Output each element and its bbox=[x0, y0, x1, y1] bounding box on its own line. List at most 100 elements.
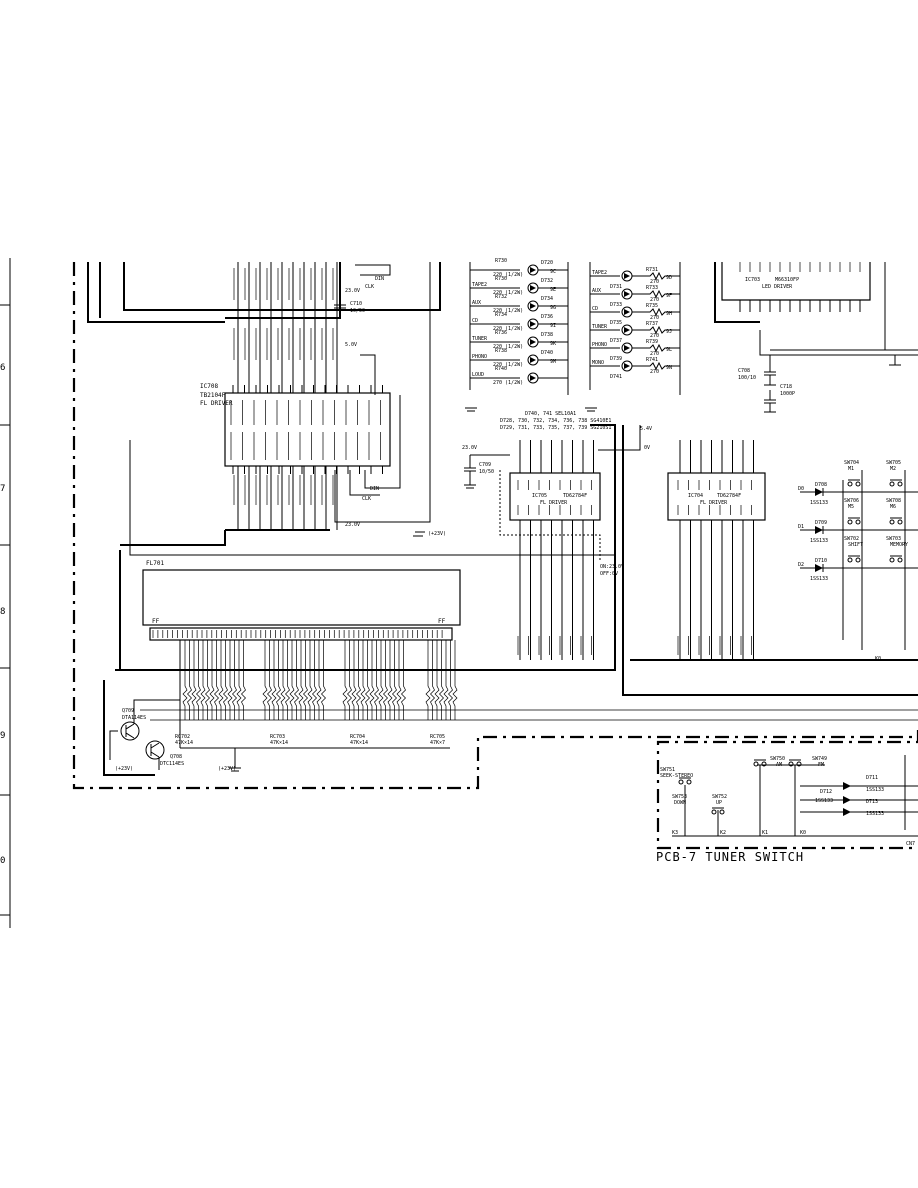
switch-diode bbox=[815, 488, 823, 496]
resistor-array-element bbox=[289, 640, 295, 720]
ic703-led-driver: IC703 M66310FP LED DRIVER C708 100/10 C7… bbox=[721, 262, 901, 413]
switch-line-label: D0 bbox=[798, 486, 804, 492]
led-notes: D740, 741 SEL10A1 D728, 730, 732, 734, 7… bbox=[500, 411, 611, 431]
tuner-sw749-ref: SW749 bbox=[812, 756, 827, 762]
c708-ref: C708 bbox=[738, 368, 750, 374]
grid-label-0: 0 bbox=[0, 856, 5, 866]
switch-contact bbox=[897, 481, 903, 487]
resistor-array-element bbox=[321, 640, 326, 720]
resistor-array-element bbox=[191, 640, 197, 720]
resistor-array-element bbox=[276, 640, 281, 720]
k0-label: K0 bbox=[875, 656, 881, 662]
c710-value: 10/50 bbox=[350, 308, 365, 314]
rc702-value: 47K×14 bbox=[175, 740, 193, 746]
ic705-fl-driver: IC705 TD62784F FL DRIVER 5.4V 0V ON:23.0… bbox=[499, 425, 652, 660]
switch-ref: SW706 bbox=[844, 498, 859, 504]
tuner-switch-contact bbox=[788, 761, 794, 767]
ic708-top-rail bbox=[225, 262, 341, 319]
ic708-top-bus bbox=[225, 262, 341, 393]
resistor-array-element bbox=[218, 640, 224, 720]
tuner-d712-part: 1SS133 bbox=[815, 798, 833, 804]
led-note-3: D729, 731, 733, 735, 737, 739 SG210S1 bbox=[500, 425, 611, 431]
switch-name: M2 bbox=[890, 466, 896, 472]
led-right-resistor-value: 270 bbox=[650, 315, 659, 321]
switch-name: M1 bbox=[848, 466, 854, 472]
switch-contact bbox=[847, 519, 853, 525]
switch-line-label: D2 bbox=[798, 562, 804, 568]
resistor-array-element bbox=[434, 640, 440, 720]
switch-diode-ref: D710 bbox=[815, 558, 827, 564]
tuner-d711-ref: D711 bbox=[866, 775, 878, 781]
led-note-1: D740, 741 SEL10A1 bbox=[525, 411, 576, 417]
resistor-array-element bbox=[360, 640, 366, 720]
resistor-array-element bbox=[303, 640, 308, 720]
rc705-value: 47K×7 bbox=[430, 740, 445, 746]
led-left-label: CD bbox=[472, 318, 478, 324]
led-right-resistor: R733 bbox=[646, 285, 658, 291]
ic703-part: M66310FP bbox=[775, 277, 799, 283]
resistor-array-element bbox=[356, 640, 361, 720]
grid-label-9: 9 bbox=[0, 731, 5, 741]
switch-contact bbox=[889, 557, 895, 563]
led-right-diode-ref: D741 bbox=[610, 374, 622, 380]
ic708-part: TB2104F bbox=[200, 392, 226, 399]
clk-label-top: CLK bbox=[365, 284, 374, 290]
ic708-desc: FL DRIVER bbox=[200, 400, 233, 407]
tuner-d711-part: 1SS133 bbox=[866, 787, 884, 793]
resistor-array-element bbox=[205, 640, 210, 720]
resistor-array-element bbox=[232, 640, 237, 720]
q709-ref: Q709 bbox=[122, 708, 134, 714]
resistor-array-element bbox=[187, 640, 192, 720]
resistor-array-element bbox=[351, 640, 357, 720]
q708-ref: Q708 bbox=[170, 754, 182, 760]
led-left-port: 9C bbox=[550, 269, 556, 275]
resistor-array-element bbox=[425, 640, 431, 720]
led-left-label: AUX bbox=[472, 300, 481, 306]
led-right-arrow bbox=[624, 345, 630, 351]
led-right-label: CD bbox=[592, 306, 598, 312]
capacitor-c709: 23.0V C709 10/50 bbox=[462, 445, 510, 489]
resistor-array-element bbox=[294, 640, 299, 720]
switch-diode-part: 1SS133 bbox=[810, 500, 828, 506]
tuner-sw753-name: DOWN bbox=[674, 800, 686, 806]
led-right-resistor bbox=[632, 307, 680, 317]
tuner-switch-contact bbox=[686, 779, 692, 785]
switch-name: M5 bbox=[848, 504, 854, 510]
led-right-resistor: R741 bbox=[646, 357, 658, 363]
switch-contact bbox=[855, 481, 861, 487]
rc704-value: 47K×14 bbox=[350, 740, 368, 746]
tuner-switch-contact bbox=[719, 809, 725, 815]
led-right-arrow bbox=[624, 273, 630, 279]
supply-plus23v-b: (+23V) bbox=[218, 766, 236, 772]
grid-label-7: 7 bbox=[0, 484, 5, 494]
transistors: Q709 DTA114ES Q708 DTC114ES (+23V) bbox=[109, 699, 184, 772]
led-right-arrow bbox=[624, 291, 630, 297]
resistor-array-element bbox=[312, 640, 317, 720]
c709-ref: C709 bbox=[479, 462, 491, 468]
led-left-resistor-value: 220 (1/2W) bbox=[493, 308, 523, 314]
supply-0v: 0V bbox=[644, 445, 650, 451]
led-right-port: 9L bbox=[666, 347, 672, 353]
switch-ref: SW703 bbox=[886, 536, 901, 542]
resistor-array-element bbox=[298, 640, 304, 720]
led-right-label: TAPE2 bbox=[592, 270, 607, 276]
resistor-array-element bbox=[280, 640, 286, 720]
switch-diode-ref: D708 bbox=[815, 482, 827, 488]
tuner-switch-contact bbox=[753, 761, 759, 767]
switch-contact bbox=[897, 519, 903, 525]
resistor-array-element bbox=[227, 640, 233, 720]
resistor-array-element bbox=[383, 640, 388, 720]
led-left-arrow bbox=[530, 285, 536, 291]
tuner-switch-contact bbox=[711, 809, 717, 815]
led-left-label: TUNER bbox=[472, 336, 488, 342]
switch-contact bbox=[889, 519, 895, 525]
resistor-array-element bbox=[214, 640, 219, 720]
led-right-diode-ref: D737 bbox=[610, 338, 622, 344]
fl701-ref: FL701 bbox=[146, 560, 164, 567]
led-left-arrow bbox=[530, 303, 536, 309]
tuner-d713-ref: D713 bbox=[866, 799, 878, 805]
tuner-switch-contact bbox=[761, 761, 767, 767]
led-right-resistor bbox=[632, 325, 680, 335]
